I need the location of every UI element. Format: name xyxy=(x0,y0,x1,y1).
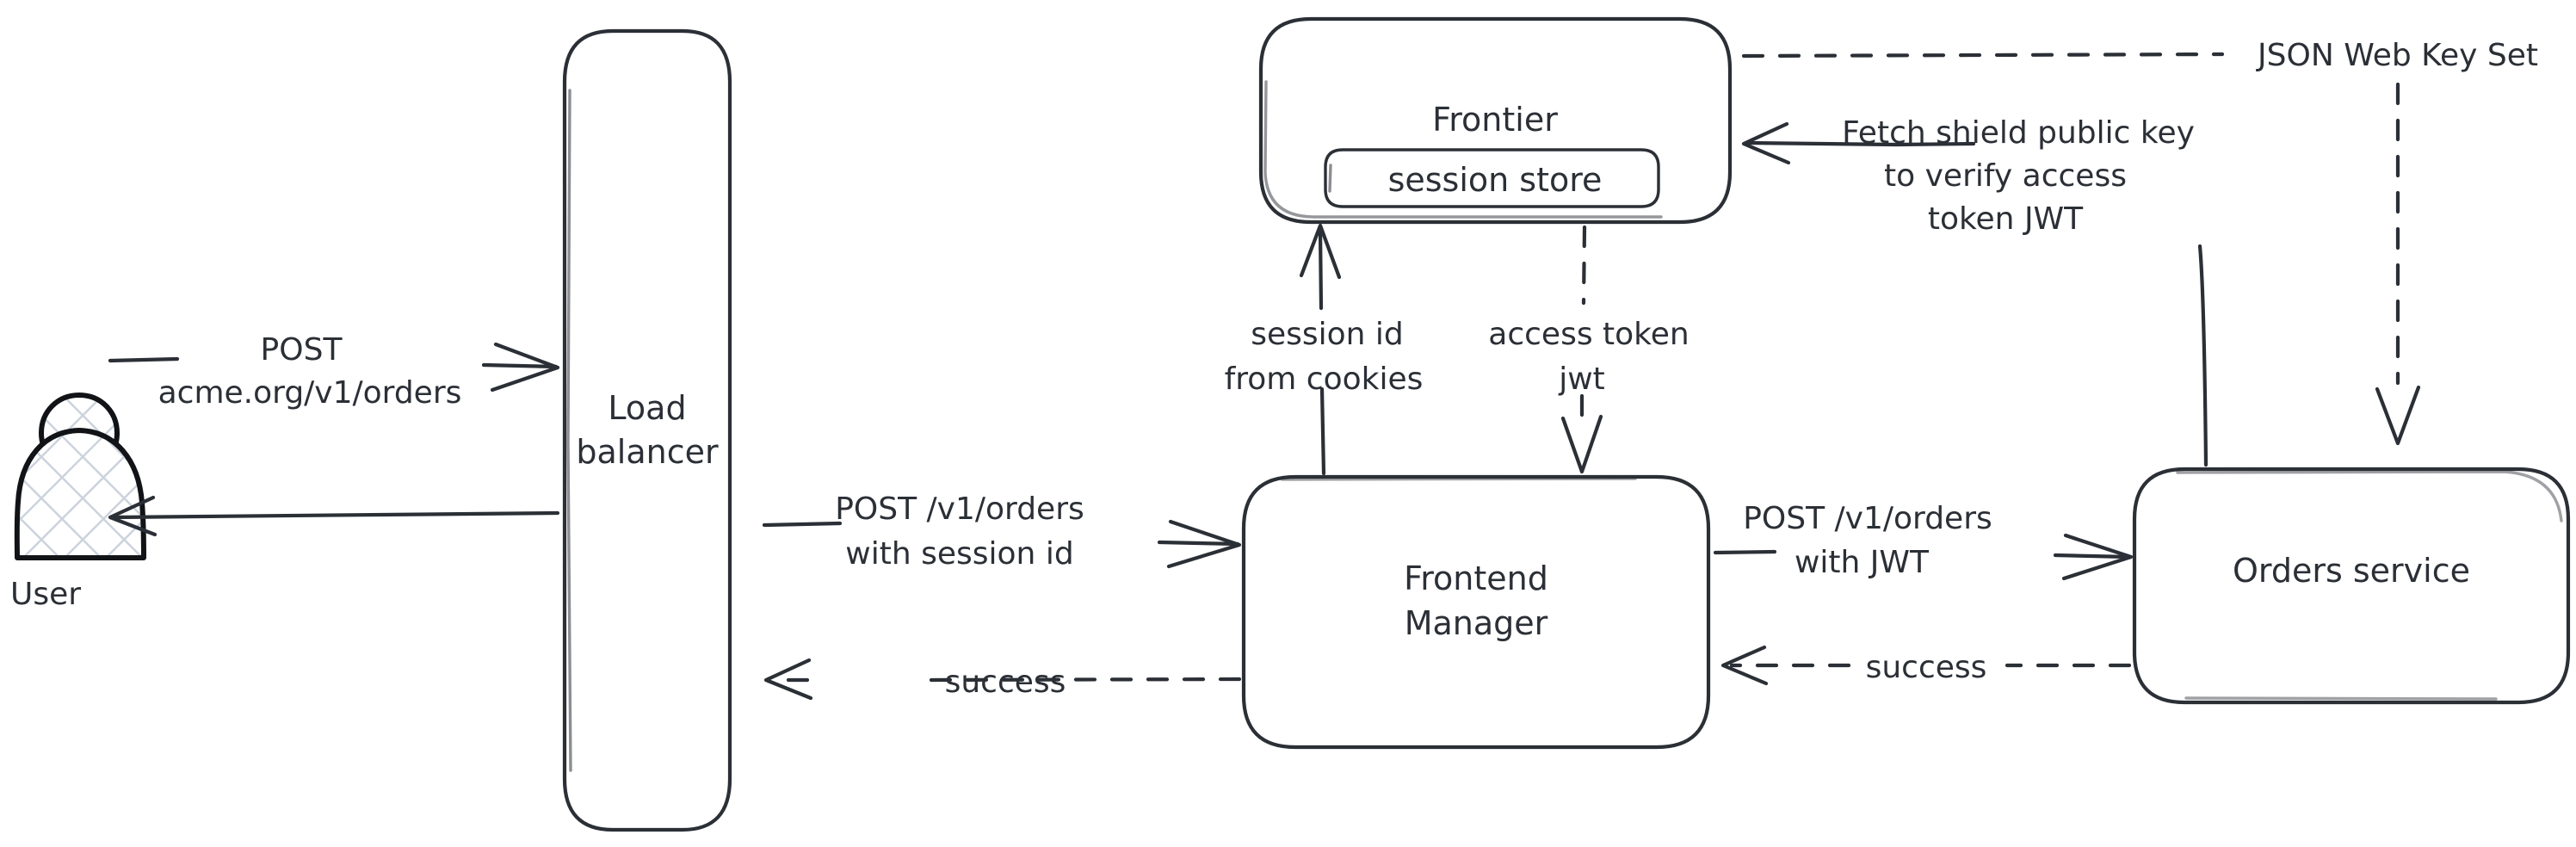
edge-fm-lb-label: success xyxy=(945,665,1066,700)
edge-user-lb-label-line2: acme.org/v1/orders xyxy=(158,375,462,411)
frontend-manager-label-line2: Manager xyxy=(1405,604,1548,642)
load-balancer-sketch-line xyxy=(566,89,572,772)
session-store-shape xyxy=(1324,148,1660,208)
edge-lb-fm-label-line1: POST /v1/orders xyxy=(835,492,1084,527)
frontend-manager-shape xyxy=(1241,474,1711,750)
session-store-node[interactable] xyxy=(1324,148,1660,208)
edge-frontier-to-frontend-manager xyxy=(1560,225,1603,474)
edge-frontend-manager-to-frontier xyxy=(1299,223,1342,476)
edge-fm-orders-stub xyxy=(1713,549,1777,555)
edge-frontier-fm-line-upper xyxy=(1581,225,1587,306)
edge-lb-user-arrowhead xyxy=(108,495,158,537)
orders-service-node[interactable] xyxy=(2132,467,2571,705)
edge-user-lb-label-line1: POST xyxy=(261,332,343,368)
edge-fm-frontier-label-line2: from cookies xyxy=(1225,362,1424,397)
edge-frontend-manager-to-orders-service xyxy=(1713,533,2134,581)
user-icon xyxy=(14,393,146,560)
edge-user-lb-line xyxy=(481,362,559,369)
edge-orders-service-to-frontier xyxy=(1741,121,2208,467)
edge-user-lb-stub xyxy=(108,356,180,363)
edge-fm-frontier-label-line1: session id xyxy=(1251,317,1404,352)
edge-lb-fm-stub xyxy=(762,521,843,528)
edge-frontier-fm-label-line2: jwt xyxy=(1558,362,1605,397)
edge-lb-fm-line xyxy=(1157,540,1240,547)
edge-frontier-orders-line-horizontal xyxy=(1741,52,2225,59)
session-store-sketch-line xyxy=(1328,164,1332,193)
frontier-label: Frontier xyxy=(1432,101,1558,139)
load-balancer-label-line1: Load xyxy=(608,389,686,427)
load-balancer-shape xyxy=(562,28,732,832)
frontend-manager-node[interactable] xyxy=(1241,474,1711,750)
edge-fm-frontier-line-lower xyxy=(1319,386,1326,476)
edge-fm-orders-arrowhead xyxy=(2061,533,2134,581)
edge-orders-service-to-frontend-manager xyxy=(1720,645,2132,686)
load-balancer-label-line2: balancer xyxy=(576,433,719,471)
session-store-label: session store xyxy=(1388,161,1603,199)
edge-load-balancer-to-user xyxy=(108,495,560,537)
edge-lb-fm-arrowhead xyxy=(1166,519,1242,569)
edge-fm-orders-label-line1: POST /v1/orders xyxy=(1743,501,1992,536)
edge-frontend-manager-to-load-balancer xyxy=(763,658,1242,701)
edge-frontier-orders-label: JSON Web Key Set xyxy=(2256,38,2538,73)
user-body-icon xyxy=(14,428,146,560)
edge-orders-frontier-label-line2: to verify access xyxy=(1884,158,2127,194)
load-balancer-node[interactable] xyxy=(562,28,732,832)
edge-orders-frontier-line-tip xyxy=(1745,140,1899,147)
edge-lb-user-line xyxy=(111,510,560,520)
edge-fm-frontier-line-upper xyxy=(1318,228,1324,311)
edge-orders-frontier-label-line1: Fetch shield public key xyxy=(1842,115,2195,151)
frontier-sketch-line xyxy=(1263,80,1663,219)
edge-orders-frontier-arrowhead xyxy=(1741,121,1791,165)
edge-lb-fm-label-line2: with session id xyxy=(845,536,1073,572)
edge-orders-frontier-label-line3: token JWT xyxy=(1928,201,2084,237)
edge-fm-orders-line xyxy=(2053,553,2131,560)
user-label: User xyxy=(10,577,81,612)
frontend-manager-label-line1: Frontend xyxy=(1404,560,1548,597)
edge-fm-lb-arrowhead xyxy=(763,658,813,701)
edge-frontier-to-orders-service xyxy=(1741,52,2421,446)
edge-orders-fm-label: success xyxy=(1866,650,1987,685)
edge-frontier-fm-label-line1: access token xyxy=(1488,317,1689,352)
orders-service-sketch-line-bottom xyxy=(2184,696,2498,701)
edge-frontier-fm-arrowhead xyxy=(1560,414,1603,474)
edge-load-balancer-to-frontend-manager xyxy=(762,519,1242,569)
edge-user-lb-arrowhead xyxy=(490,342,560,393)
orders-service-shape xyxy=(2132,467,2571,705)
edge-orders-frontier-line-left xyxy=(1893,141,1976,147)
orders-service-sketch-line xyxy=(2176,470,2563,522)
edge-user-to-load-balancer xyxy=(108,342,560,393)
edge-fm-lb-line-right xyxy=(918,677,1242,683)
edge-orders-frontier-curve-vertical xyxy=(2197,244,2208,467)
orders-service-label: Orders service xyxy=(2233,552,2470,590)
edge-fm-orders-label-line2: with JWT xyxy=(1795,545,1930,580)
edge-frontier-orders-arrowhead xyxy=(2375,385,2421,446)
edge-orders-fm-arrowhead xyxy=(1720,645,1769,686)
edge-fm-frontier-arrowhead xyxy=(1299,223,1342,280)
